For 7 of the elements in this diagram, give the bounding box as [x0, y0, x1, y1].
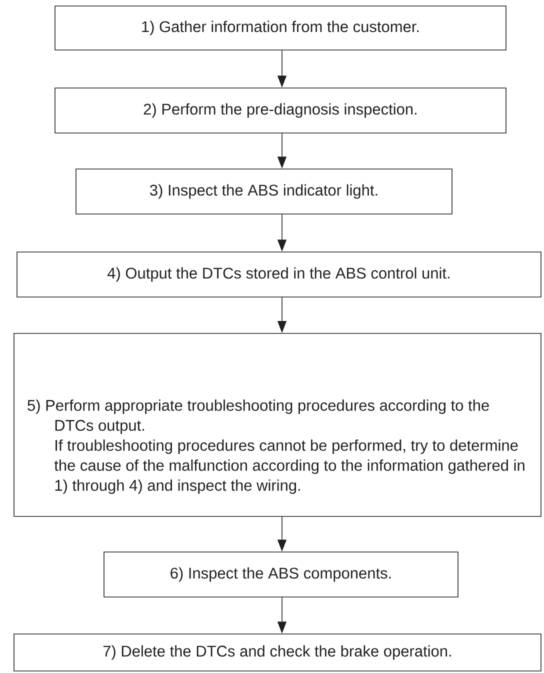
- step-box: 7) Delete the DTCs and check the brake operation.: [14, 634, 542, 672]
- step-box: 2) Perform the pre-diagnosis inspection.: [54, 88, 506, 134]
- step-box: 3) Inspect the ABS indicator light.: [76, 168, 452, 214]
- step-box: 4) Output the DTCs stored in the ABS control unit.: [16, 252, 542, 298]
- step-box: 5) Perform appropriate troubleshooting procedures according to the DTCs output. If troubleshooting procedures cannot be performed, try to determine the cause of the malfunction according to the information gathered in 1) through 4) and inspect the wiring.: [14, 333, 542, 517]
- step-box: 6) Inspect the ABS components.: [104, 552, 458, 598]
- step-box: 1) Gather information from the customer.: [54, 6, 506, 50]
